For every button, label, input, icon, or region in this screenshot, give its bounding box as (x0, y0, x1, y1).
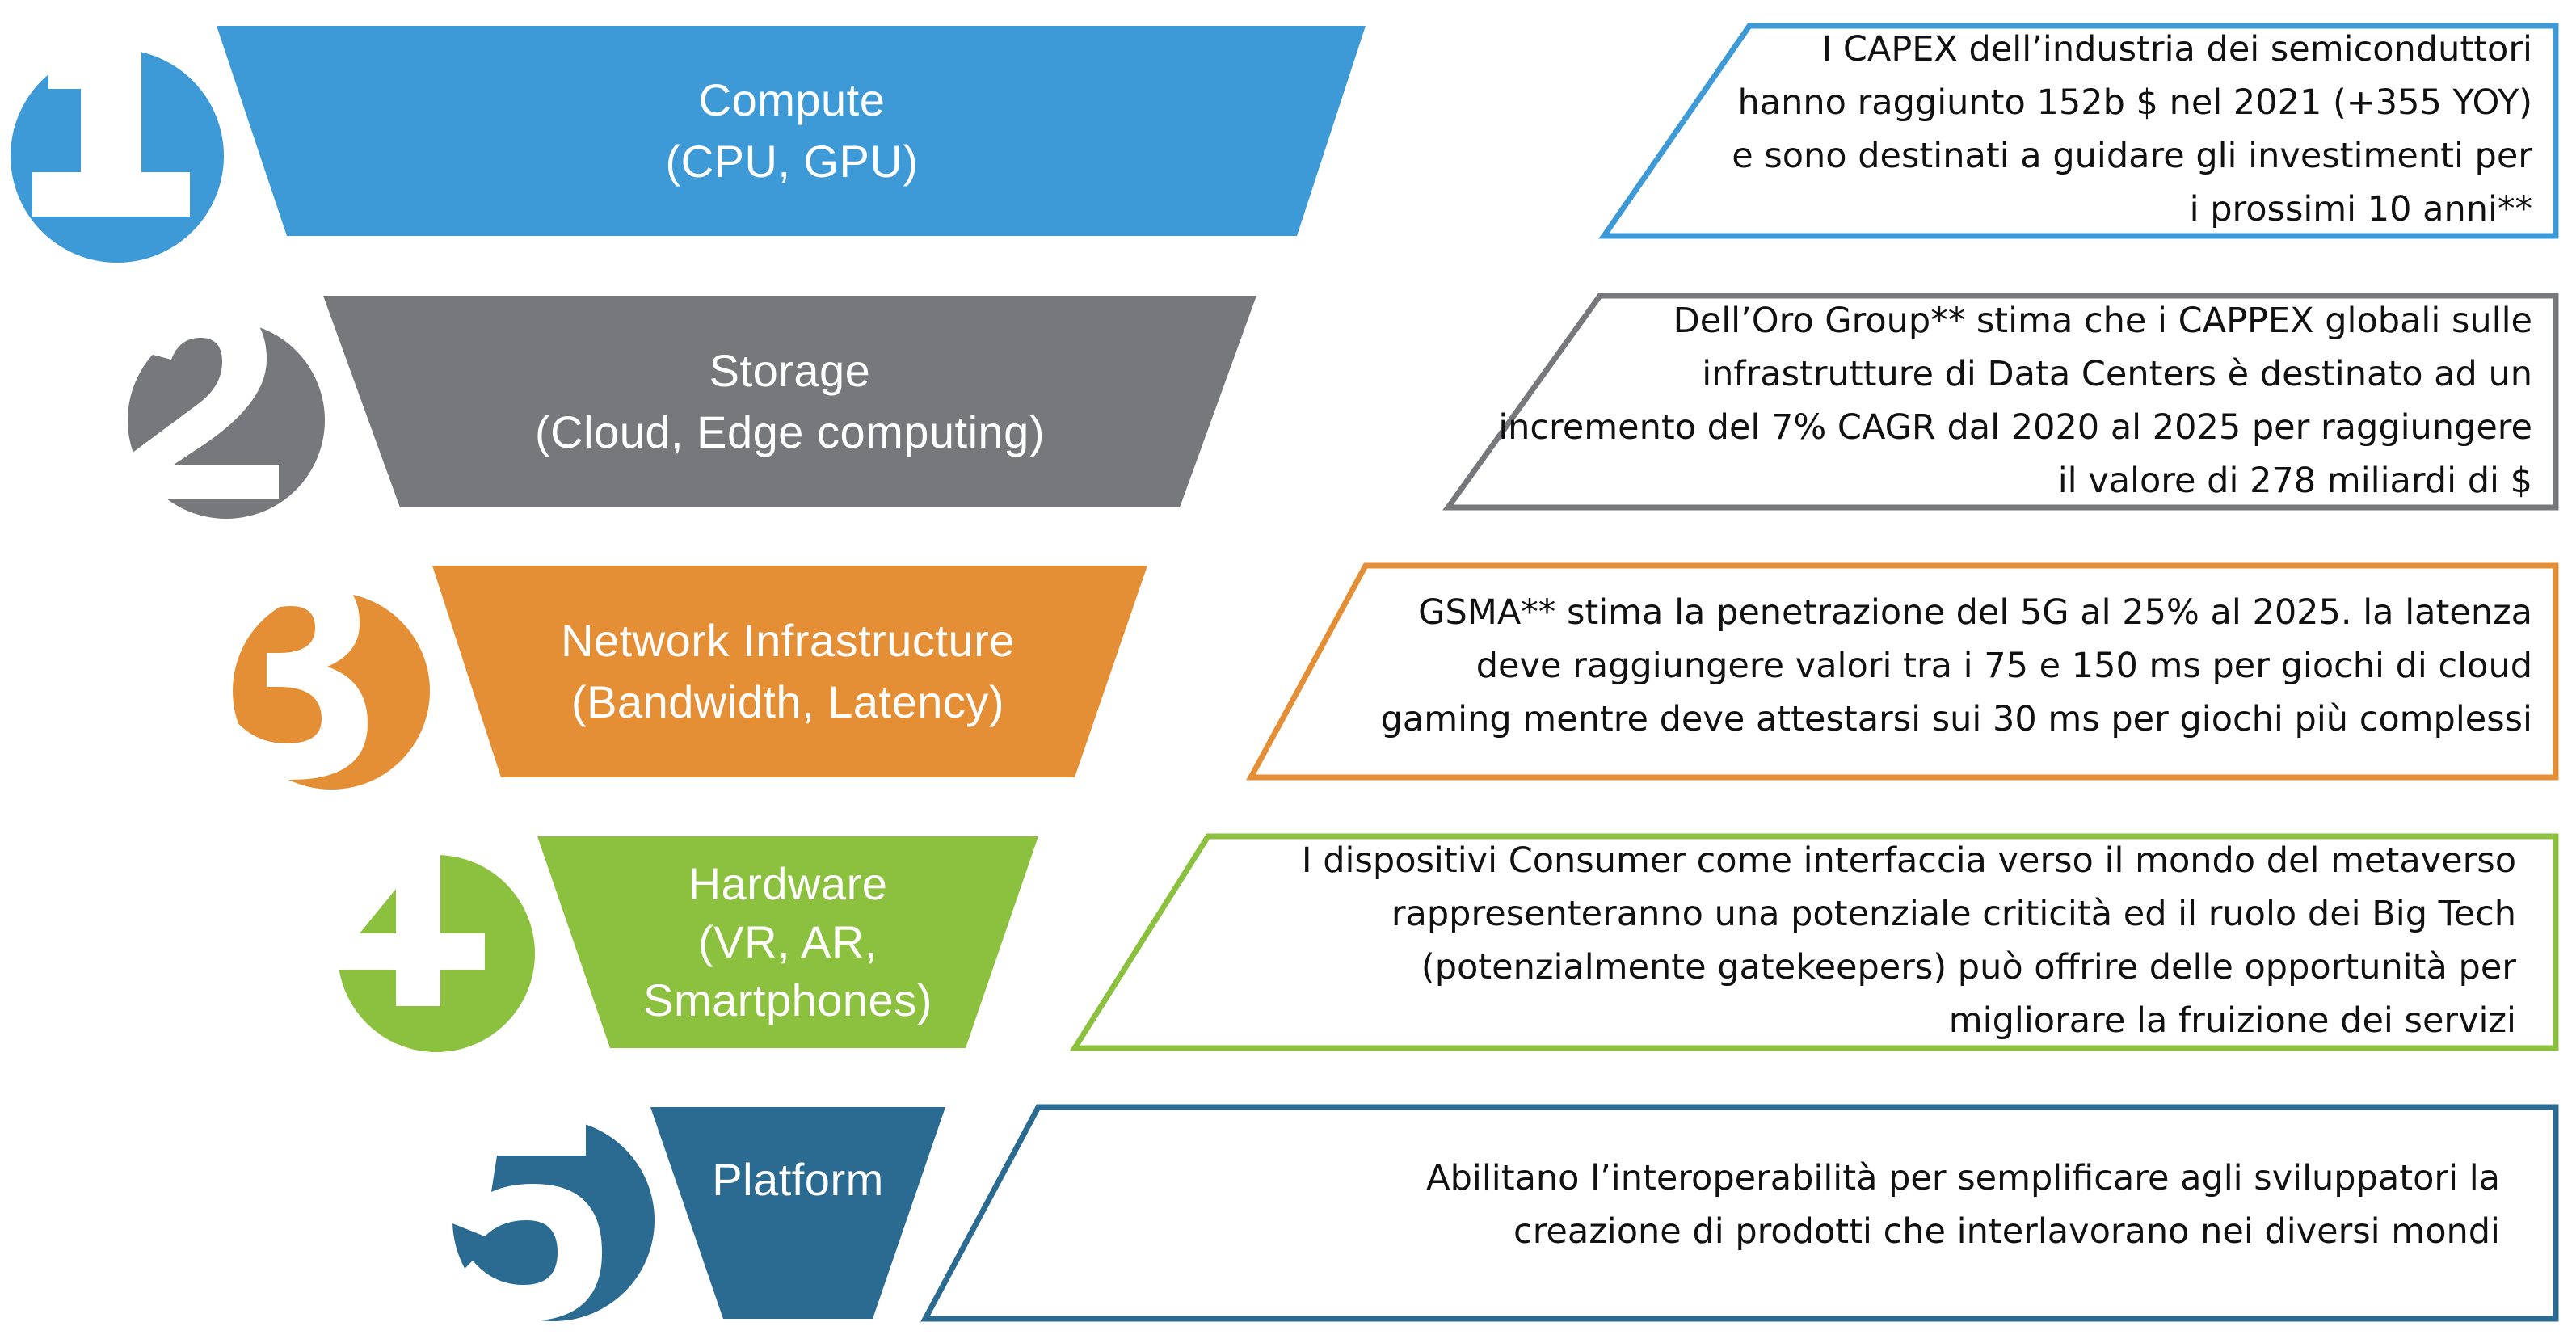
description-1-line-1: I CAPEX dell’industria dei semiconduttor… (1821, 29, 2532, 69)
funnel-band-1 (217, 26, 1366, 236)
level-1 (11, 23, 2559, 263)
description-2-line-4: il valore di 278 miliardi di $ (2057, 461, 2532, 501)
level-1-subtitle: (CPU, GPU) (665, 136, 919, 187)
description-2-line-2: infrastrutture di Data Centers è destina… (1702, 354, 2532, 394)
description-box-1 (1598, 23, 2559, 239)
description-box-4 (1069, 833, 2559, 1051)
description-4-line-3: (potenzialmente gatekeepers) può offrire… (1421, 947, 2516, 987)
funnel-label-2: Storage (Cloud, Edge computing) (396, 296, 1184, 507)
description-3-line-1: GSMA** stima la penetrazione del 5G al 2… (1418, 592, 2532, 633)
description-1-line-2: hanno raggiunto 152b $ nel 2021 (+355 YO… (1737, 82, 2532, 123)
description-4-line-1: I dispositivi Consumer come interfaccia … (1301, 840, 2516, 881)
funnel-band-5 (650, 1107, 945, 1319)
level-2-subtitle: (Cloud, Edge computing) (535, 406, 1045, 457)
level-3-title: Network Infrastructure (561, 615, 1015, 666)
funnel-label-4: Hardware (VR, AR, Smartphones) (606, 836, 970, 1048)
level-4-subtitle: (VR, AR, (698, 916, 878, 967)
funnel-label-5: Platform (711, 1107, 885, 1253)
number-badge-digit-2 (113, 301, 279, 499)
description-box-2 (1442, 293, 2559, 511)
description-2-line-3: incremento del 7% CAGR dal 2020 al 2025 … (1498, 407, 2532, 448)
description-1-line-3: e sono destinati a guidare gli investime… (1732, 136, 2532, 176)
description-text-5: Abilitano l’interoperabilità per semplif… (1426, 1152, 2500, 1258)
description-5-line-2: creazione di prodotti che interlavorano … (1513, 1211, 2500, 1252)
level-2-title: Storage (709, 345, 871, 396)
description-3-line-3: gaming mentre deve attestarsi sui 30 ms … (1380, 699, 2532, 739)
description-text-2: Dell’Oro Group** stima che i CAPPEX glob… (1498, 294, 2532, 507)
description-box-5 (920, 1104, 2559, 1322)
funnel-label-1: Compute (CPU, GPU) (283, 26, 1301, 236)
description-2-line-1: Dell’Oro Group** stima che i CAPPEX glob… (1673, 301, 2532, 341)
level-5-title: Platform (712, 1154, 884, 1205)
number-badge-digit-1 (32, 32, 190, 217)
level-1-title: Compute (698, 74, 886, 125)
number-badge-digit-3 (206, 570, 368, 780)
description-4-line-2: rappresenteranno una potenziale criticit… (1391, 894, 2516, 934)
description-5-line-1: Abilitano l’interoperabilità per semplif… (1426, 1158, 2500, 1198)
description-text-1: I CAPEX dell’industria dei semiconduttor… (1732, 23, 2532, 236)
description-text-4: I dispositivi Consumer come interfaccia … (1302, 834, 2516, 1047)
description-3-line-2: deve raggiungere valori tra i 75 e 150 m… (1475, 646, 2532, 686)
level-4 (319, 833, 2559, 1052)
level-4-title: Hardware (688, 858, 888, 909)
funnel-label-3: Network Infrastructure (Bandwidth, Laten… (497, 566, 1079, 777)
funnel-band-3 (432, 566, 1147, 777)
level-2 (113, 293, 2559, 519)
level-5 (444, 1104, 2559, 1322)
number-badge-digit-5 (444, 1119, 602, 1321)
funnel-band-4 (537, 836, 1038, 1048)
funnel-band-2 (323, 296, 1256, 507)
description-4-line-4: migliorare la fruizione dei servizi (1948, 1000, 2516, 1041)
description-box-3 (1246, 562, 2559, 781)
description-text-3: GSMA** stima la penetrazione del 5G al 2… (1381, 586, 2532, 746)
number-badge-digit-4 (319, 840, 485, 1006)
level-4-subtitle-2: Smartphones) (643, 975, 932, 1025)
level-3-subtitle: (Bandwidth, Latency) (570, 676, 1005, 727)
level-3 (206, 562, 2559, 790)
description-1-line-4: i prossimi 10 anni** (2189, 189, 2532, 229)
